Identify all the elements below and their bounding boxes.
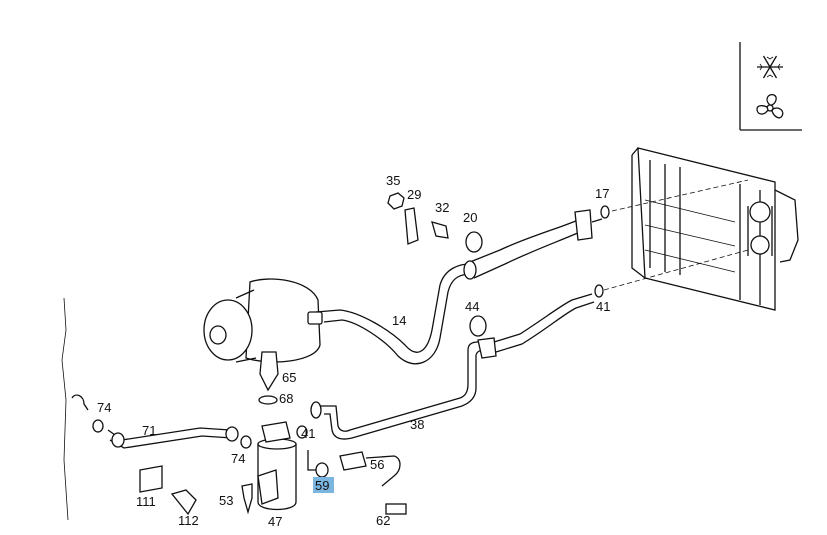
- part-29-bracket: [404, 207, 419, 245]
- part-65-switch: [259, 351, 279, 392]
- part-20-grommet: [465, 231, 483, 253]
- label-59: 59: [315, 478, 329, 493]
- part-35-nut: [387, 192, 405, 210]
- compressor: [203, 278, 321, 363]
- label-14: 14: [392, 313, 406, 328]
- part-56-switch: [339, 451, 367, 471]
- small-parts: [92, 192, 610, 516]
- part-68-seal: [258, 395, 278, 405]
- part-74a-ring: [92, 419, 104, 433]
- part-62-connector: [385, 503, 407, 515]
- legend-box: [739, 42, 802, 131]
- label-38: 38: [410, 417, 424, 432]
- part-41-washer: [594, 284, 604, 298]
- label-56: 56: [370, 457, 384, 472]
- label-68: 68: [279, 391, 293, 406]
- part-112-bolt: [170, 489, 197, 516]
- evaporator-unit: [631, 147, 799, 311]
- liquid-line-38: [310, 249, 749, 440]
- snowflake-icon: [757, 55, 783, 79]
- part-53-screw: [241, 483, 253, 515]
- label-62: 62: [376, 513, 390, 528]
- label-74b: 74: [231, 451, 245, 466]
- part-labels: 35 29 32 20 17 14 44 41 65 68 74 71 74 4…: [97, 173, 610, 529]
- label-71: 71: [142, 423, 156, 438]
- label-65: 65: [282, 370, 296, 385]
- fan-icon: [756, 94, 784, 119]
- label-47: 47: [268, 514, 282, 529]
- label-112: 112: [178, 513, 199, 528]
- receiver-drier-47: [257, 421, 297, 511]
- left-fragment: [61, 297, 69, 521]
- highlight-59: [313, 477, 334, 493]
- label-20: 20: [463, 210, 477, 225]
- label-17: 17: [595, 186, 609, 201]
- part-17-washer: [600, 205, 610, 219]
- label-44: 44: [465, 299, 479, 314]
- label-41b: 41: [301, 426, 315, 441]
- label-74a: 74: [97, 400, 111, 415]
- label-32: 32: [435, 200, 449, 215]
- label-111: 111: [136, 494, 156, 509]
- part-74b-ring: [240, 435, 252, 449]
- label-53: 53: [219, 493, 233, 508]
- label-35: 35: [386, 173, 400, 188]
- part-32-bolt: [431, 221, 449, 239]
- label-29: 29: [407, 187, 421, 202]
- part-41b-ring: [296, 425, 308, 439]
- part-44-grommet: [469, 315, 487, 337]
- suction-hose-14: [307, 179, 749, 365]
- part-59-ring: [315, 462, 329, 478]
- label-41a: 41: [596, 299, 610, 314]
- part-111-clip: [139, 465, 163, 493]
- line-71: [71, 394, 239, 449]
